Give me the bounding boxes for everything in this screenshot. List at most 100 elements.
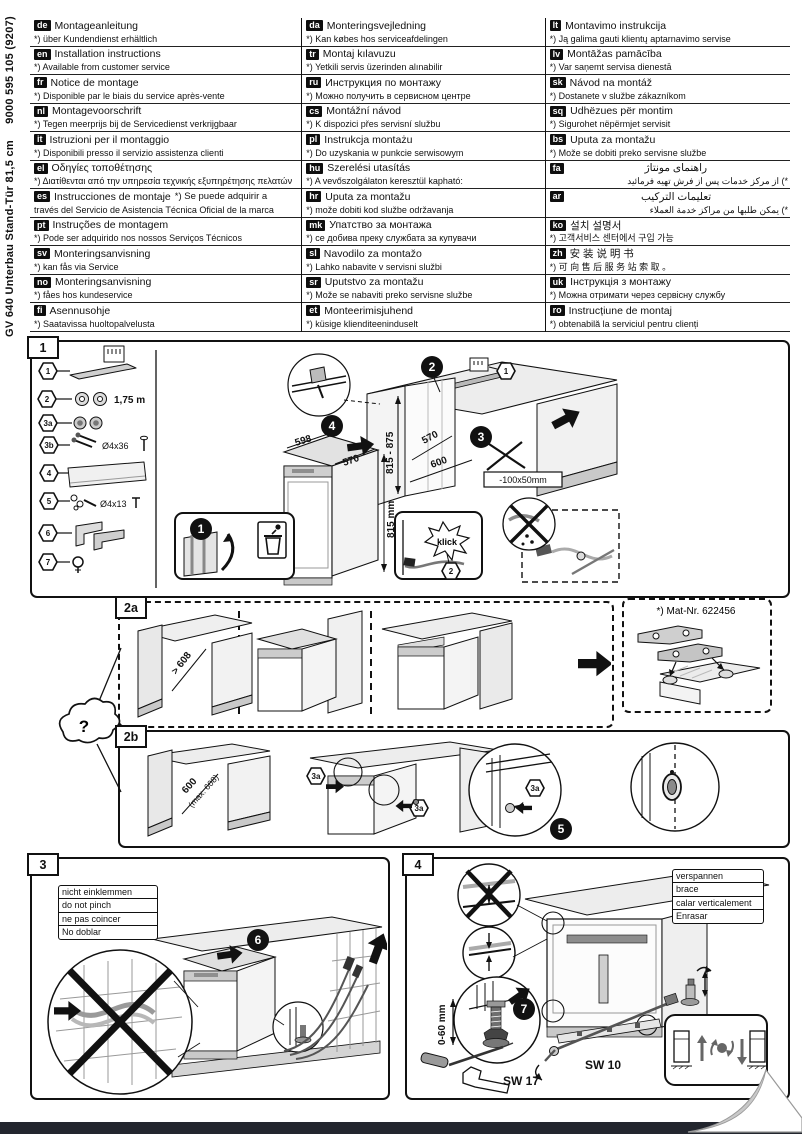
lang-note: *) از مرکز خدمات پس از فرش تهیه فرمائید [627,176,788,186]
grommet-insert-detail: 3a 5 [468,743,572,840]
lang-note: través del Servicio de Asistencia Técnic… [34,204,274,215]
foot-height-range: 0-60 mm [437,1004,448,1045]
lang-title: Návod na montáž [569,76,652,89]
lang-note: *) Lahko nabavite v servisni službi [306,261,442,272]
lang-code-tag: el [34,162,48,174]
rail-detail-circle [287,353,381,417]
lang-code-tag: lv [549,48,564,60]
lang-title: Notice de montage [50,76,139,89]
dw-height: 815 mm [386,501,397,538]
panel-2b: 600 (max. 608) 3a 3a [118,730,790,848]
plinth-cutout: -100x50mm [499,475,547,485]
lang-note: *) Ją galima gauti klientų aptarnavimo s… [549,33,731,44]
lang-row-fa: fa راهنمای مونتاژ *) از مرکز خدمات پس از … [545,161,790,189]
lang-title: راهنمای مونتاژ [644,162,708,175]
panel-2a-label: 2a [115,596,147,619]
lang-title: Montážní návod [326,105,402,118]
lang-title: Montaj kılavuzu [322,48,396,61]
lang-note: *) يمكن طلبها من مراكز خدمة العملاء [649,204,788,215]
lang-title: Instrucțiune de montaj [568,304,672,317]
lang-title: Monteringsanvisning [54,247,151,260]
lang-code-tag: pl [306,134,321,146]
lang-title: Asennusohje [49,304,111,317]
lang-title: Montāžas pamācība [567,48,662,61]
lang-code-tag: hu [306,162,324,174]
svg-text:1: 1 [504,367,509,376]
lang-code-tag: fi [34,305,46,317]
sw10-label: SW 10 [585,1058,621,1072]
svg-text:6: 6 [255,933,262,947]
niche-width-min: > 608 [170,650,195,677]
svg-text:6: 6 [46,529,51,538]
niche-height: 815 - 875 [385,431,396,474]
rear-foot-adjust [680,966,712,1006]
page-corner-fold [687,1068,802,1133]
lang-note: *) Var saņemt servisa dienestā [549,62,672,72]
lang-note: *) Yetkili servis üzerinden alınabilir [306,62,443,72]
lang-title: 安 装 说 明 书 [569,248,634,261]
lang-title: Installation instructions [54,48,161,61]
svg-text:4: 4 [47,469,52,478]
panel-1-label: 1 [27,336,59,359]
lang-code-tag: it [34,134,46,146]
brace-warning-box: verspannen brace calar verticalement Enr… [672,869,764,924]
lang-code-tag: bs [549,134,567,146]
mat-nr-box: *) Mat-Nr. 622456 [622,598,772,713]
lang-note: *) K dispozici přes servisní službu [306,119,441,129]
parts-list: 1 2 1,75 m 3a 3b Ø4x36 4 [37,345,157,588]
lang-code-tag: hr [306,191,322,203]
niche-illustration: 815 - 875 570 600 2 1 3 -100x50mm [366,356,618,509]
built-under-dishwasher [381,612,513,710]
lang-note: *) Sigurohet nëpërmjet servisit [549,119,671,129]
lang-title: Monteringsvejledning [326,19,427,32]
pinch-warning-box: nicht einklemmen do not pinch ne pas coi… [58,885,158,940]
svg-text:2: 2 [45,395,50,404]
lang-code-tag: sk [549,77,566,89]
tools [420,992,679,1094]
lang-title: تعليمات التركيب [640,190,712,203]
lang-note: *) fåes hos kundeservice [34,290,133,300]
lang-code-tag: uk [549,276,567,288]
lang-code-tag: sq [549,105,567,117]
lang-code-tag: ko [549,219,567,231]
lang-code-tag: sv [34,248,51,260]
lang-note: *) može dobiti kod službe održavanja [306,204,454,215]
lang-title: Instruções de montagem [52,219,169,232]
niche-600: 600 (max. 608) [147,743,271,837]
lang-title: Szerelési utasítás [327,162,411,175]
svg-text:3a: 3a [312,772,321,781]
panel-2b-label: 2b [115,725,147,748]
lang-note: *) Saatavissa huoltopalvelusta [34,318,155,329]
front-foot-detail: 7 [453,976,541,1064]
svg-text:3a: 3a [44,419,53,428]
lang-inline-note: *) Se puede adquirir a [174,191,268,203]
lang-note: *) Tegen meerprijs bij de Servicedienst … [34,119,237,129]
lang-note: *) Može se dobiti preko servisne službe [549,147,707,158]
svg-text:3b: 3b [44,441,53,450]
lang-note: *) Можно получить в сервисном центре [306,90,471,101]
lang-title: Montageanleitung [54,19,138,32]
lang-code-tag: fa [549,162,564,174]
lang-code-tag: sl [306,248,320,260]
lang-title: Monteerimisjuhend [324,304,414,317]
panel-4-label: 4 [402,853,434,876]
svg-text:1: 1 [198,522,205,536]
lang-title: Інструкція з монтажу [570,276,671,289]
cable-length: 1,75 m [114,395,145,406]
